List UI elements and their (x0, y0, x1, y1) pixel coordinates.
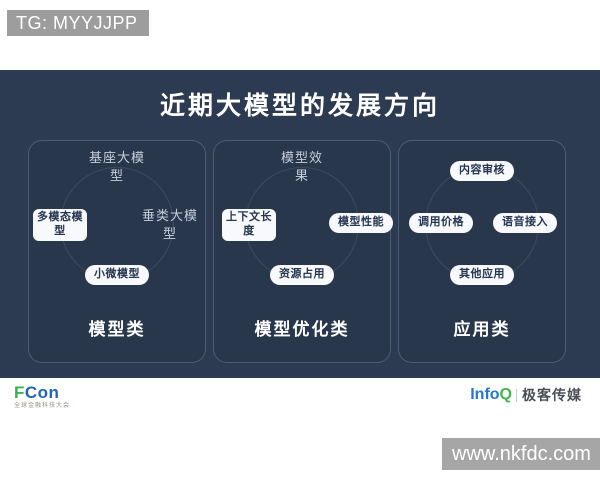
fcon-tagline: 全球金融科技大会 (14, 403, 71, 409)
chip-other-applications: 其他应用 (450, 265, 514, 285)
label-model-effect: 模型效果 (280, 150, 323, 183)
category-label-applications: 应用类 (453, 320, 511, 339)
chip-call-price: 调用价格 (409, 213, 473, 233)
panel-model-category: 基座大模型 多模态模型 垂类大模型 小微模型 模型类 (28, 140, 206, 363)
top-left-watermark-badge: TG: MYYJJPP (7, 10, 149, 36)
category-label-models: 模型类 (88, 320, 146, 339)
slide-title: 近期大模型的发展方向 (159, 92, 440, 120)
infoq-brand-name: 极客传媒 (522, 387, 582, 403)
chip-context-length: 上下文长度 (222, 209, 276, 241)
chip-resource-usage: 资源占用 (270, 265, 334, 285)
label-base-large-model: 基座大模型 (88, 150, 145, 183)
category-label-model-optimization: 模型优化类 (254, 320, 350, 339)
panel-model-optimization-category: 模型效果 上下文长度 模型性能 资源占用 模型优化类 (213, 140, 393, 363)
fcon-logo-f: F (14, 383, 25, 402)
infoq-logo-info: Info (470, 386, 500, 403)
chip-small-micro-model: 小微模型 (85, 265, 149, 285)
chip-content-review: 内容审核 (450, 161, 514, 181)
fcon-logo-text: FCon (14, 384, 70, 401)
infoq-divider (516, 388, 517, 402)
fcon-logo-con: Con (24, 383, 60, 402)
presentation-slide: 近期大模型的发展方向 基座大模型 多模态模型 垂类大模型 小微模型 模型类 模型… (0, 70, 600, 378)
fcon-logo: FCon 全球金融科技大会 (14, 384, 70, 409)
panel-application-category: 内容审核 调用价格 语音接入 其他应用 应用类 (398, 140, 566, 363)
chip-model-performance: 模型性能 (329, 213, 393, 233)
bottom-right-watermark-badge: www.nkfdc.com (442, 438, 600, 470)
chip-voice-access: 语音接入 (493, 213, 557, 233)
label-vertical-large-model: 垂类大模型 (141, 208, 198, 241)
chip-multimodal-model: 多模态模型 (33, 209, 87, 241)
infoq-logo-q: Q (499, 386, 512, 403)
